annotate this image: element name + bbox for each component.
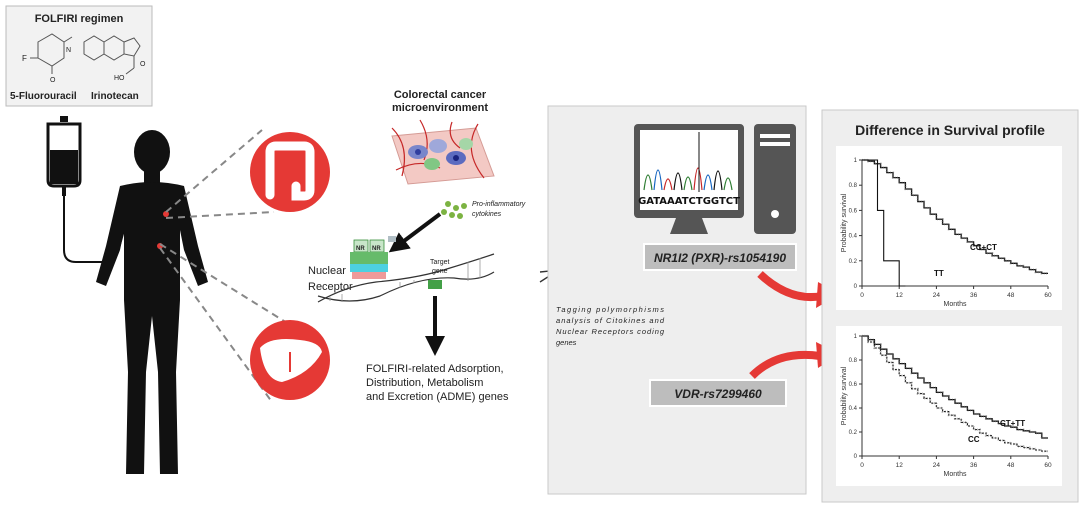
drug-label-irinotecan: Irinotecan [91, 91, 139, 102]
irinotecan-structure-icon [83, 35, 141, 75]
dna-rungs [329, 258, 481, 302]
y-tick-label: 0.4 [849, 406, 858, 412]
y-tick-label: 0 [854, 284, 858, 290]
nuclear-label: Nuclear [308, 265, 346, 277]
x-tick-label: 12 [896, 292, 904, 299]
colon-location-dot [163, 211, 169, 217]
series-label: CC [968, 435, 980, 444]
y-tick-label: 0.2 [849, 430, 858, 436]
cytokines-label-line2: cytokines [472, 211, 502, 218]
y-tick-label: 0.2 [849, 259, 858, 265]
y-tick-label: 0 [854, 454, 858, 460]
arrow-cytokines-to-receptor [388, 212, 442, 253]
snp-label-pxr: NR1I2 (PXR)-rs1054190 [654, 251, 786, 265]
series-label: TT [934, 269, 944, 278]
drug-box-title: FOLFIRI regimen [35, 13, 124, 25]
atom-oxygen-2: O [140, 61, 146, 68]
series-line-cc [862, 335, 1048, 452]
fluorouracil-structure-icon [30, 33, 73, 74]
microenv-title-line1: Colorectal cancer [394, 89, 487, 101]
nr-label-1: NR [356, 246, 365, 252]
snp-box-vdr [649, 379, 787, 407]
x-tick-label: 60 [1044, 292, 1052, 299]
computer-monitor-icon [634, 124, 744, 234]
tagging-text-line4: genes [556, 338, 577, 347]
x-tick-label: 0 [860, 292, 864, 299]
human-silhouette-icon [96, 130, 208, 474]
series-label: CC+CT [970, 243, 997, 252]
x-tick-label: 24 [933, 292, 941, 299]
target-gene-label-line1: Target [430, 259, 450, 266]
dna-sequence-text: GATAAATCTGGTCT [638, 196, 740, 207]
survival-panel-title: Difference in Survival profile [855, 122, 1045, 138]
atom-oxygen-1: O [50, 77, 56, 84]
colon-organ-icon [250, 132, 330, 212]
tagging-text-line3: Nuclear Receptors coding [556, 327, 665, 336]
x-tick-label: 12 [896, 462, 904, 469]
chart2-background [836, 326, 1062, 486]
tagging-text-line2: analysis of Citokines and [556, 316, 665, 325]
cytokine-dots-icon [441, 201, 467, 219]
nr-label-2: NR [372, 246, 381, 252]
drug-label-5fu: 5-Fluorouracil [10, 91, 77, 102]
organ-connector-lines [159, 129, 293, 403]
x-tick-label: 48 [1007, 462, 1015, 469]
atom-hydroxyl: HO [114, 75, 125, 82]
y-tick-label: 1 [854, 334, 858, 340]
atom-nitrogen-1: N [66, 47, 71, 54]
y-tick-label: 1 [854, 158, 858, 164]
y-tick-label: 0.8 [849, 183, 858, 189]
y-axis-label: Probability survival [841, 193, 848, 252]
x-tick-label: 36 [970, 462, 978, 469]
nuclear-receptor-icon [350, 236, 396, 279]
microenv-title-line2: microenvironment [392, 102, 488, 114]
x-tick-label: 60 [1044, 462, 1052, 469]
chromatogram-peaks [643, 167, 733, 191]
x-axis-label: Months [944, 301, 967, 308]
x-tick-label: 48 [1007, 292, 1015, 299]
y-tick-label: 0.6 [849, 382, 858, 388]
x-tick-label: 0 [860, 462, 864, 469]
adme-text-line3: and Excretion (ADME) genes [366, 391, 509, 403]
x-tick-label: 24 [933, 462, 941, 469]
series-line-tt [862, 159, 906, 287]
y-axis-label: Probability survival [841, 366, 848, 425]
computer-tower-icon [754, 124, 796, 234]
series-censor-marks [862, 334, 1048, 440]
snp-label-vdr: VDR-rs7299460 [674, 387, 762, 401]
x-axis-label: Months [944, 471, 967, 478]
adme-text-line2: Distribution, Metabolism [366, 377, 483, 389]
series-censor-marks [862, 158, 1048, 275]
drug-box: FOLFIRI regimen F O N HO O 5-Fluorouraci… [5, 5, 153, 107]
snp-box-pxr [643, 243, 797, 271]
y-tick-label: 0.4 [849, 234, 858, 240]
x-tick-label: 36 [970, 292, 978, 299]
liver-organ-icon [250, 320, 330, 400]
tumor-microenvironment-icon [391, 119, 495, 185]
tagging-text-line1: Tagging polymorphisms [556, 305, 664, 314]
receptor-label: Receptor [308, 281, 353, 293]
atom-fluorine: F [22, 54, 27, 63]
y-tick-label: 0.6 [849, 208, 858, 214]
adme-text-line1: FOLFIRI-related Adsorption, [366, 363, 504, 375]
cytokines-label-line1: Pro-inflammatory [472, 201, 526, 208]
target-gene-marker [428, 280, 442, 289]
y-tick-label: 0.8 [849, 358, 858, 364]
iv-bag-icon [46, 116, 125, 263]
series-label: CT+TT [1000, 419, 1025, 428]
target-gene-label-line2: gene [432, 268, 448, 275]
